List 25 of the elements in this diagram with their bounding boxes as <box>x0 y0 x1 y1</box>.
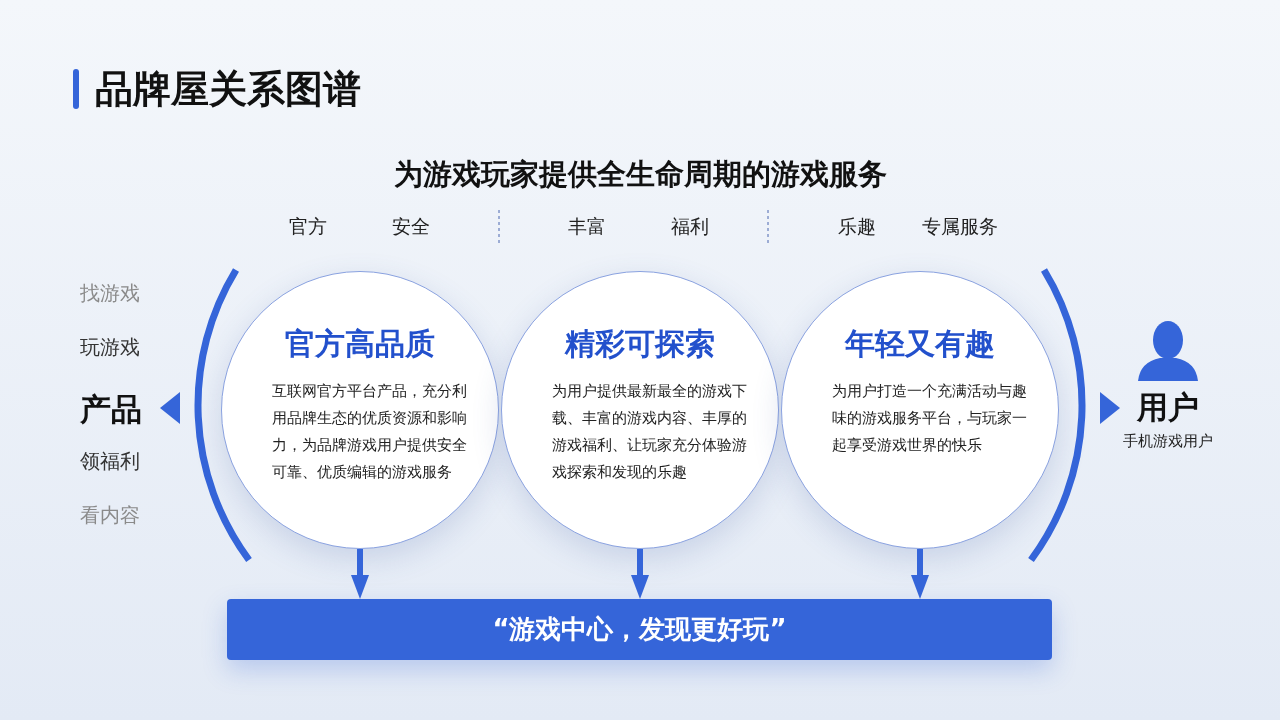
keyword-label: 丰富 <box>568 214 606 239</box>
circle-description: 互联网官方平台产品，充分利用品牌生态的优质资源和影响力，为品牌游戏用户提供安全可靠、优质编辑的游戏服务 <box>272 381 468 483</box>
slogan-banner: “游戏中心，发现更好玩” <box>227 599 1052 660</box>
arrow <box>911 549 929 599</box>
title: 品牌屋关系图谱 <box>95 66 361 113</box>
menu-item-label: 看内容 <box>80 502 140 529</box>
circle-heading: 年轻又有趣 <box>843 325 996 363</box>
menu-item-label: 找游戏 <box>80 280 140 307</box>
circle-description: 为用户提供最新最全的游戏下载、丰富的游戏内容、丰厚的游戏福利、让玩家充分体验游戏探索和发现的乐趣 <box>552 381 748 483</box>
menu-item-label: 领福利 <box>80 448 140 475</box>
heading: 为游戏玩家提供全生命周期的游戏服务 <box>393 156 887 193</box>
circle-heading: 精彩可探索 <box>563 325 716 363</box>
keyword-label: 福利 <box>671 214 709 239</box>
circle-heading: 官方高品质 <box>284 325 436 363</box>
menu-item-label: 玩游戏 <box>80 334 140 361</box>
user-label: 用户 <box>1137 388 1199 427</box>
keyword-label: 官方 <box>289 214 327 239</box>
circle-description: 为用户打造一个充满活动与趣味的游戏服务平台，与玩家一起享受游戏世界的快乐 <box>832 381 1028 456</box>
product-label: 产品 <box>80 390 142 429</box>
arrow <box>631 549 649 599</box>
keyword-label: 专属服务 <box>922 214 998 239</box>
user-caption: 手机游戏用户 <box>1123 432 1213 451</box>
arrow <box>351 549 369 599</box>
keyword-label: 乐趣 <box>838 214 876 239</box>
keyword-label: 安全 <box>392 214 430 239</box>
